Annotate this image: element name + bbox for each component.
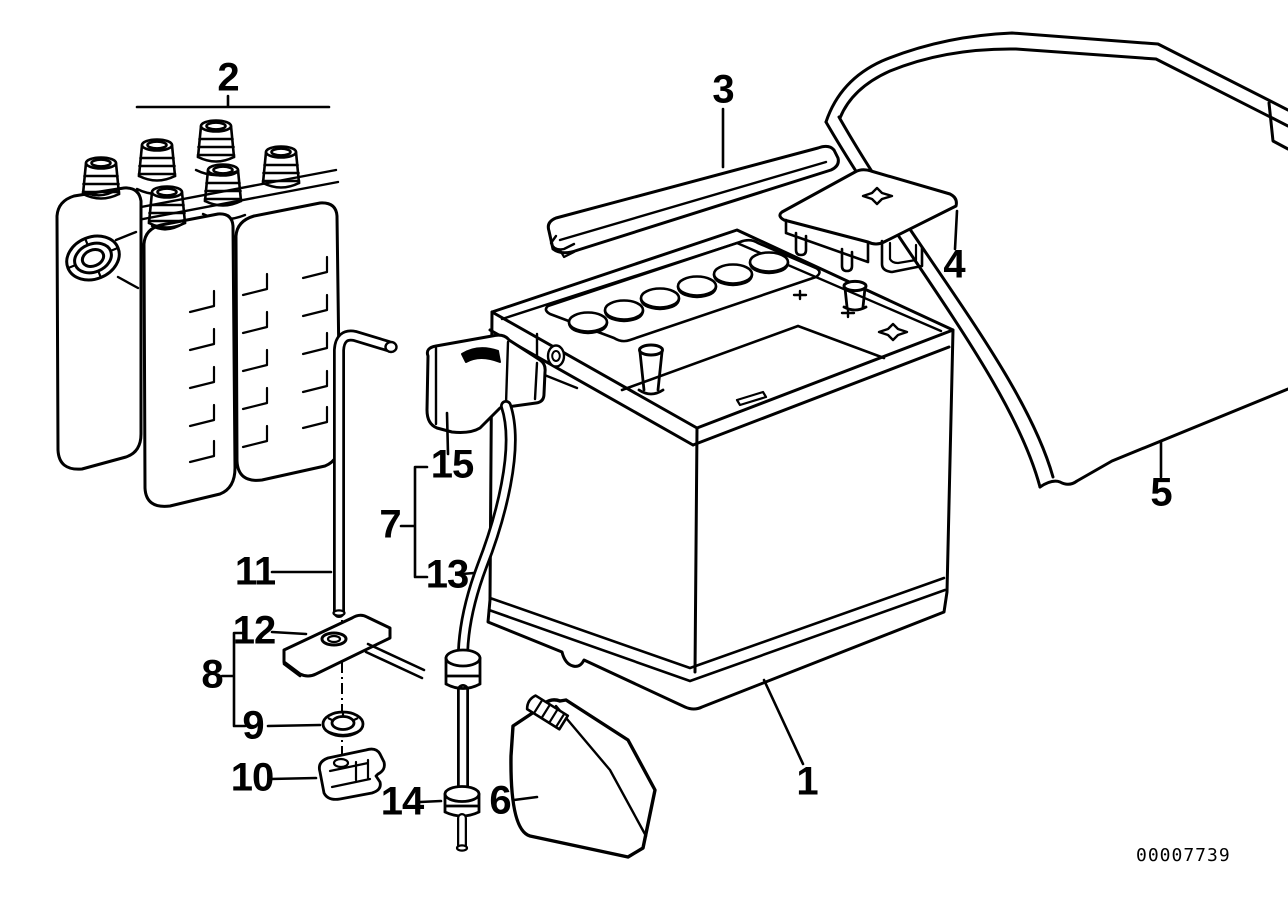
- callout-7: 7: [379, 502, 401, 547]
- cross-marking-icon: [877, 322, 909, 342]
- battery-terminal-post: [842, 279, 868, 312]
- callout-6: 6: [489, 778, 511, 823]
- holddown-plate-part12: [282, 613, 426, 680]
- callout-8: 8: [201, 652, 223, 697]
- callout-4: 4: [943, 242, 965, 287]
- callout-5: 5: [1150, 470, 1172, 515]
- terminal-clamp-part15: [425, 333, 547, 434]
- callout-11: 11: [234, 549, 276, 594]
- drawing-number: 00007739: [1136, 845, 1231, 866]
- callout-2: 2: [217, 55, 239, 100]
- cross-marking-icon: [861, 186, 894, 206]
- battery-part1: [486, 228, 955, 711]
- vent-hose-part13: [443, 400, 517, 852]
- battery-positive-marking: [792, 289, 808, 301]
- battery-positive-marking: [840, 307, 856, 319]
- bottle-cap-knob: [65, 234, 121, 282]
- callout-10: 10: [230, 755, 274, 800]
- hose-grommet-part14: [443, 785, 481, 818]
- bracket-part4: [778, 168, 958, 274]
- battery-terminal-post: [637, 343, 665, 396]
- callout-12: 12: [232, 608, 276, 653]
- wedge-part6: [509, 694, 657, 859]
- rubber-washer-part9: [321, 710, 365, 738]
- acid-bottle-pack-part2: [55, 119, 342, 508]
- leader-lines: [135, 94, 1163, 804]
- wedge-stud: [525, 694, 570, 731]
- callout-14: 14: [380, 779, 424, 824]
- callout-13: 13: [425, 552, 469, 597]
- callout-3: 3: [712, 67, 734, 112]
- clip-part10: [317, 747, 386, 801]
- callout-15: 15: [430, 442, 474, 487]
- cover-strip-part3: [546, 144, 840, 259]
- callout-9: 9: [242, 703, 264, 748]
- callout-1: 1: [796, 759, 818, 804]
- holddown-rod-part11: [332, 329, 398, 618]
